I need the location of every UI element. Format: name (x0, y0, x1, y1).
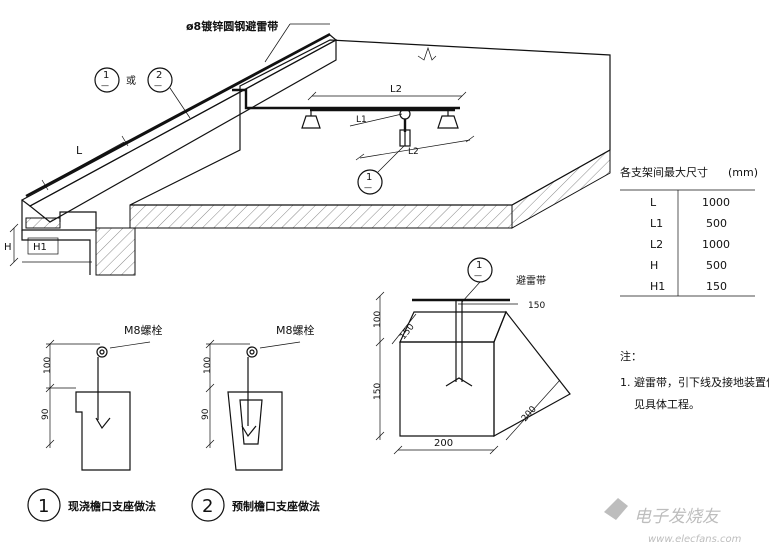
svg-text:1000: 1000 (702, 196, 730, 209)
support-wall (95, 227, 136, 276)
roof-slab (129, 39, 611, 229)
detail-2-number-circle (191, 488, 225, 522)
strip-title: ø8镀锌圆钢避雷带 (186, 19, 278, 33)
detail-1-cast-in-place: M8螺栓 100 90 1 现浇檐口支座做法 (27, 323, 163, 522)
concrete-support-block: 1 — 避雷带 150 100 150 150 200 200 (373, 257, 571, 455)
dim-L1: L1 (349, 113, 403, 127)
svg-text:2: 2 (202, 496, 213, 517)
svg-text:L: L (650, 196, 657, 209)
svg-text:100: 100 (373, 311, 383, 328)
detail-ref-bubble-1: 1 — (94, 67, 120, 93)
support-block-right (437, 115, 459, 129)
svg-text:200: 200 (520, 404, 539, 424)
svg-text:150: 150 (398, 322, 417, 342)
svg-text:—: — (154, 81, 162, 90)
svg-text:1: 1 (366, 172, 372, 183)
svg-text:150: 150 (528, 301, 545, 311)
block-strip-label: 避雷带 (516, 274, 546, 287)
svg-text:—: — (101, 81, 109, 90)
svg-text:L2: L2 (408, 147, 419, 157)
notes-title: 注： (620, 349, 642, 363)
svg-text:90: 90 (201, 408, 211, 420)
svg-text:90: 90 (41, 408, 51, 420)
svg-text:500: 500 (706, 217, 727, 230)
detail-2-caption: 预制檐口支座做法 (232, 499, 320, 513)
detail-2-bolt-label: M8螺栓 (276, 323, 315, 337)
svg-text:L2: L2 (650, 238, 663, 251)
slab-front-face (129, 204, 513, 229)
watermark-logo-icon (604, 498, 628, 520)
notes: 注： 1. 避雷带，引下线及接地装置位置 见具体工程。 (620, 349, 769, 411)
strip-title-leader (264, 23, 291, 63)
wall-edge (21, 230, 91, 275)
svg-text:L2: L2 (390, 84, 402, 95)
detail-ref-or: 或 (126, 75, 136, 87)
detail-1-caption: 现浇檐口支座做法 (68, 499, 156, 513)
notes-line-2: 见具体工程。 (634, 397, 700, 411)
dimension-table: 各支架间最大尺寸 (mm) L 1000 L1 500 L2 1000 H 50… (620, 165, 758, 297)
detail-ref-bubble-roof: 1 — (357, 145, 405, 195)
lightning-strip-roof-link (232, 88, 460, 110)
detail-ref-bubble-2: 2 — (147, 67, 173, 93)
break-mark (417, 46, 437, 61)
svg-text:150: 150 (706, 280, 727, 293)
table-row: L2 1000 (650, 238, 730, 251)
svg-text:200: 200 (434, 438, 453, 449)
svg-text:H1: H1 (33, 242, 47, 253)
dim-L: L (41, 135, 129, 191)
dim-L2-lower: L2 (355, 135, 475, 161)
block-top-face (399, 311, 507, 343)
table-unit: (mm) (728, 166, 758, 179)
svg-text:L1: L1 (356, 115, 367, 125)
svg-text:1: 1 (38, 496, 49, 517)
svg-text:1000: 1000 (702, 238, 730, 251)
table-row: H1 150 (650, 280, 727, 293)
svg-text:100: 100 (203, 357, 213, 374)
svg-text:L: L (76, 144, 83, 157)
notes-line-1: 1. 避雷带，引下线及接地装置位置 (620, 375, 769, 389)
svg-text:150: 150 (373, 383, 383, 400)
svg-text:H: H (4, 242, 12, 253)
gutter-lining (25, 217, 61, 229)
svg-text:—: — (364, 183, 372, 192)
svg-text:L1: L1 (650, 217, 663, 230)
watermark-url: www.elecfans.com (648, 534, 742, 545)
support-block-left (301, 115, 321, 129)
lightning-strip-parapet (25, 32, 331, 198)
block-side-face (493, 310, 571, 438)
svg-text:H1: H1 (650, 280, 665, 293)
dim-H1: H1 (22, 237, 92, 263)
svg-text:—: — (474, 271, 482, 280)
svg-text:2: 2 (156, 70, 162, 81)
table-title: 各支架间最大尺寸 (620, 165, 708, 179)
slab-side-face (511, 149, 611, 229)
detail-1-number-circle (27, 488, 61, 522)
block-front-face (399, 341, 495, 437)
svg-text:1: 1 (476, 260, 482, 271)
svg-text:500: 500 (706, 259, 727, 272)
dim-L2-top: L2 (307, 84, 467, 101)
svg-text:100: 100 (43, 357, 53, 374)
roof-supports (301, 108, 459, 147)
bubble-leader (169, 87, 191, 119)
parapet (20, 32, 460, 276)
svg-text:H: H (650, 259, 658, 272)
table-row: L1 500 (650, 217, 727, 230)
dim-H: H (4, 223, 19, 267)
detail-2-precast: M8螺栓 100 90 2 预制檐口支座做法 (191, 323, 320, 522)
detail-1-bolt-label: M8螺栓 (124, 323, 163, 337)
svg-text:1: 1 (103, 70, 109, 81)
watermark: 电子发烧友 www.elecfans.com (604, 498, 742, 545)
table-row: H 500 (650, 259, 727, 272)
gutter-channel (21, 200, 97, 231)
watermark-text: 电子发烧友 (634, 507, 721, 527)
parapet-inner-wall (28, 38, 337, 223)
table-row: L 1000 (650, 196, 730, 209)
